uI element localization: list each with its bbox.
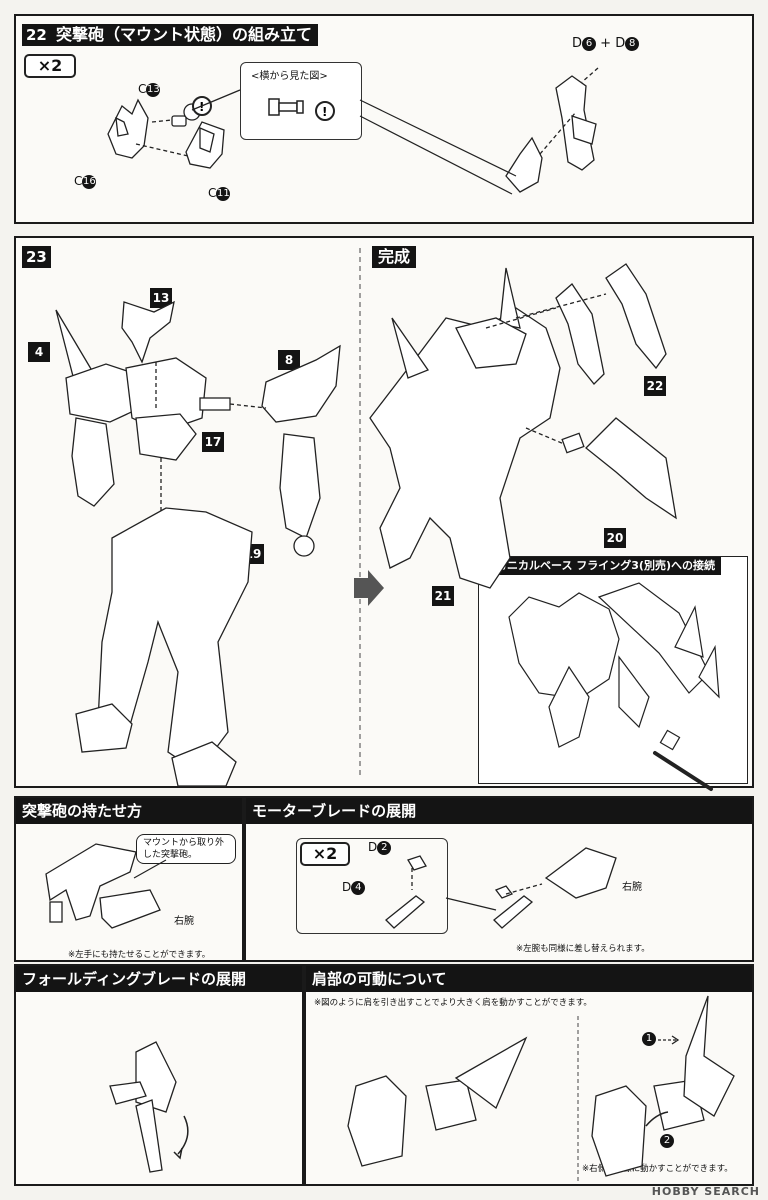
motor-blade-title: モーターブレードの展開 xyxy=(246,798,752,824)
motor-blade-note: ※左腕も同様に差し替えられます。 xyxy=(516,944,650,954)
side-view-inset: <横から見た図> ! xyxy=(240,62,362,140)
part-20-badge: 20 xyxy=(604,528,626,548)
shoulder-title: 肩部の可動について xyxy=(306,966,752,992)
part-4-badge: 4 xyxy=(28,342,50,362)
part-21-badge: 21 xyxy=(432,586,454,606)
motor-blade-right-arm: 右腕 xyxy=(622,882,642,893)
mechanical-base-inset: メカニカルベース フライング3(別売)への接続 xyxy=(478,556,748,791)
shoulder-step-2: 2 xyxy=(660,1134,674,1148)
motor-blade-drawing xyxy=(385,847,617,929)
shoulder-note-bottom: ※右側も同様に動かすことができます。 xyxy=(582,1164,733,1174)
label-c13: C13 xyxy=(138,82,161,97)
shoulder-step-1: 1 xyxy=(642,1032,656,1046)
complete-robot-drawing xyxy=(369,263,677,589)
panel-divider xyxy=(359,248,361,778)
shoulder-note-top: ※図のように肩を引き出すことでより大きく肩を動かすことができます。 xyxy=(314,998,592,1008)
complete-title: 完成 xyxy=(372,246,417,268)
step22-number: 22 xyxy=(22,24,51,46)
svg-text:!: ! xyxy=(199,100,204,114)
step23-panel: 23 完成 4 13 8 17 19 22 20 21 メカニカルベース フライ… xyxy=(14,236,754,791)
part-17-badge: 17 xyxy=(202,432,224,452)
svg-text:!: ! xyxy=(322,105,327,119)
hold-gun-note: ※左手にも持たせることができます。 xyxy=(68,950,211,960)
motor-blade-inset xyxy=(296,838,448,934)
label-c16: C16 xyxy=(74,174,97,189)
hold-gun-bubble: マウントから取り外した突撃砲。 xyxy=(136,834,236,864)
hold-gun-title: 突撃砲の持たせ方 xyxy=(16,798,242,824)
shoulder-panel: 肩部の可動について ※図のように肩を引き出すことでより大きく肩を動かすことができ… xyxy=(304,964,754,1186)
step22-multiplier: ×2 xyxy=(24,54,76,78)
shoulder-drawing xyxy=(347,995,735,1182)
folding-blade-drawing xyxy=(109,1041,189,1173)
mechanical-base-drawing xyxy=(508,582,720,791)
step22-drawing: ! xyxy=(107,67,599,195)
part-13-badge: 13 xyxy=(150,288,172,308)
side-view-label: <横から見た図> xyxy=(251,71,328,82)
folding-blade-panel: フォールディングブレードの展開 xyxy=(14,964,304,1186)
folding-blade-title: フォールディングブレードの展開 xyxy=(16,966,302,992)
hobby-search-watermark: HOBBY SEARCH xyxy=(651,1185,760,1198)
mechanical-base-title: メカニカルベース フライング3(別売)への接続 xyxy=(479,557,721,575)
motor-blade-multiplier: ×2 xyxy=(300,842,350,866)
step23-robot-drawing xyxy=(55,300,341,787)
hold-gun-panel: 突撃砲の持たせ方 マウントから取り外した突撃砲。 右腕 ※左手にも持たせることが… xyxy=(14,796,244,962)
step22-title: 突撃砲（マウント状態）の組み立て xyxy=(50,24,319,46)
hold-gun-drawing xyxy=(45,843,167,929)
step23-number: 23 xyxy=(22,246,51,268)
part-8-badge: 8 xyxy=(278,350,300,370)
part-22-badge: 22 xyxy=(644,376,666,396)
hold-gun-right-arm: 右腕 xyxy=(174,916,194,927)
transition-arrow-icon xyxy=(354,570,384,606)
label-c11: C11 xyxy=(208,186,231,201)
side-view-pin-drawing: ! xyxy=(268,98,335,121)
